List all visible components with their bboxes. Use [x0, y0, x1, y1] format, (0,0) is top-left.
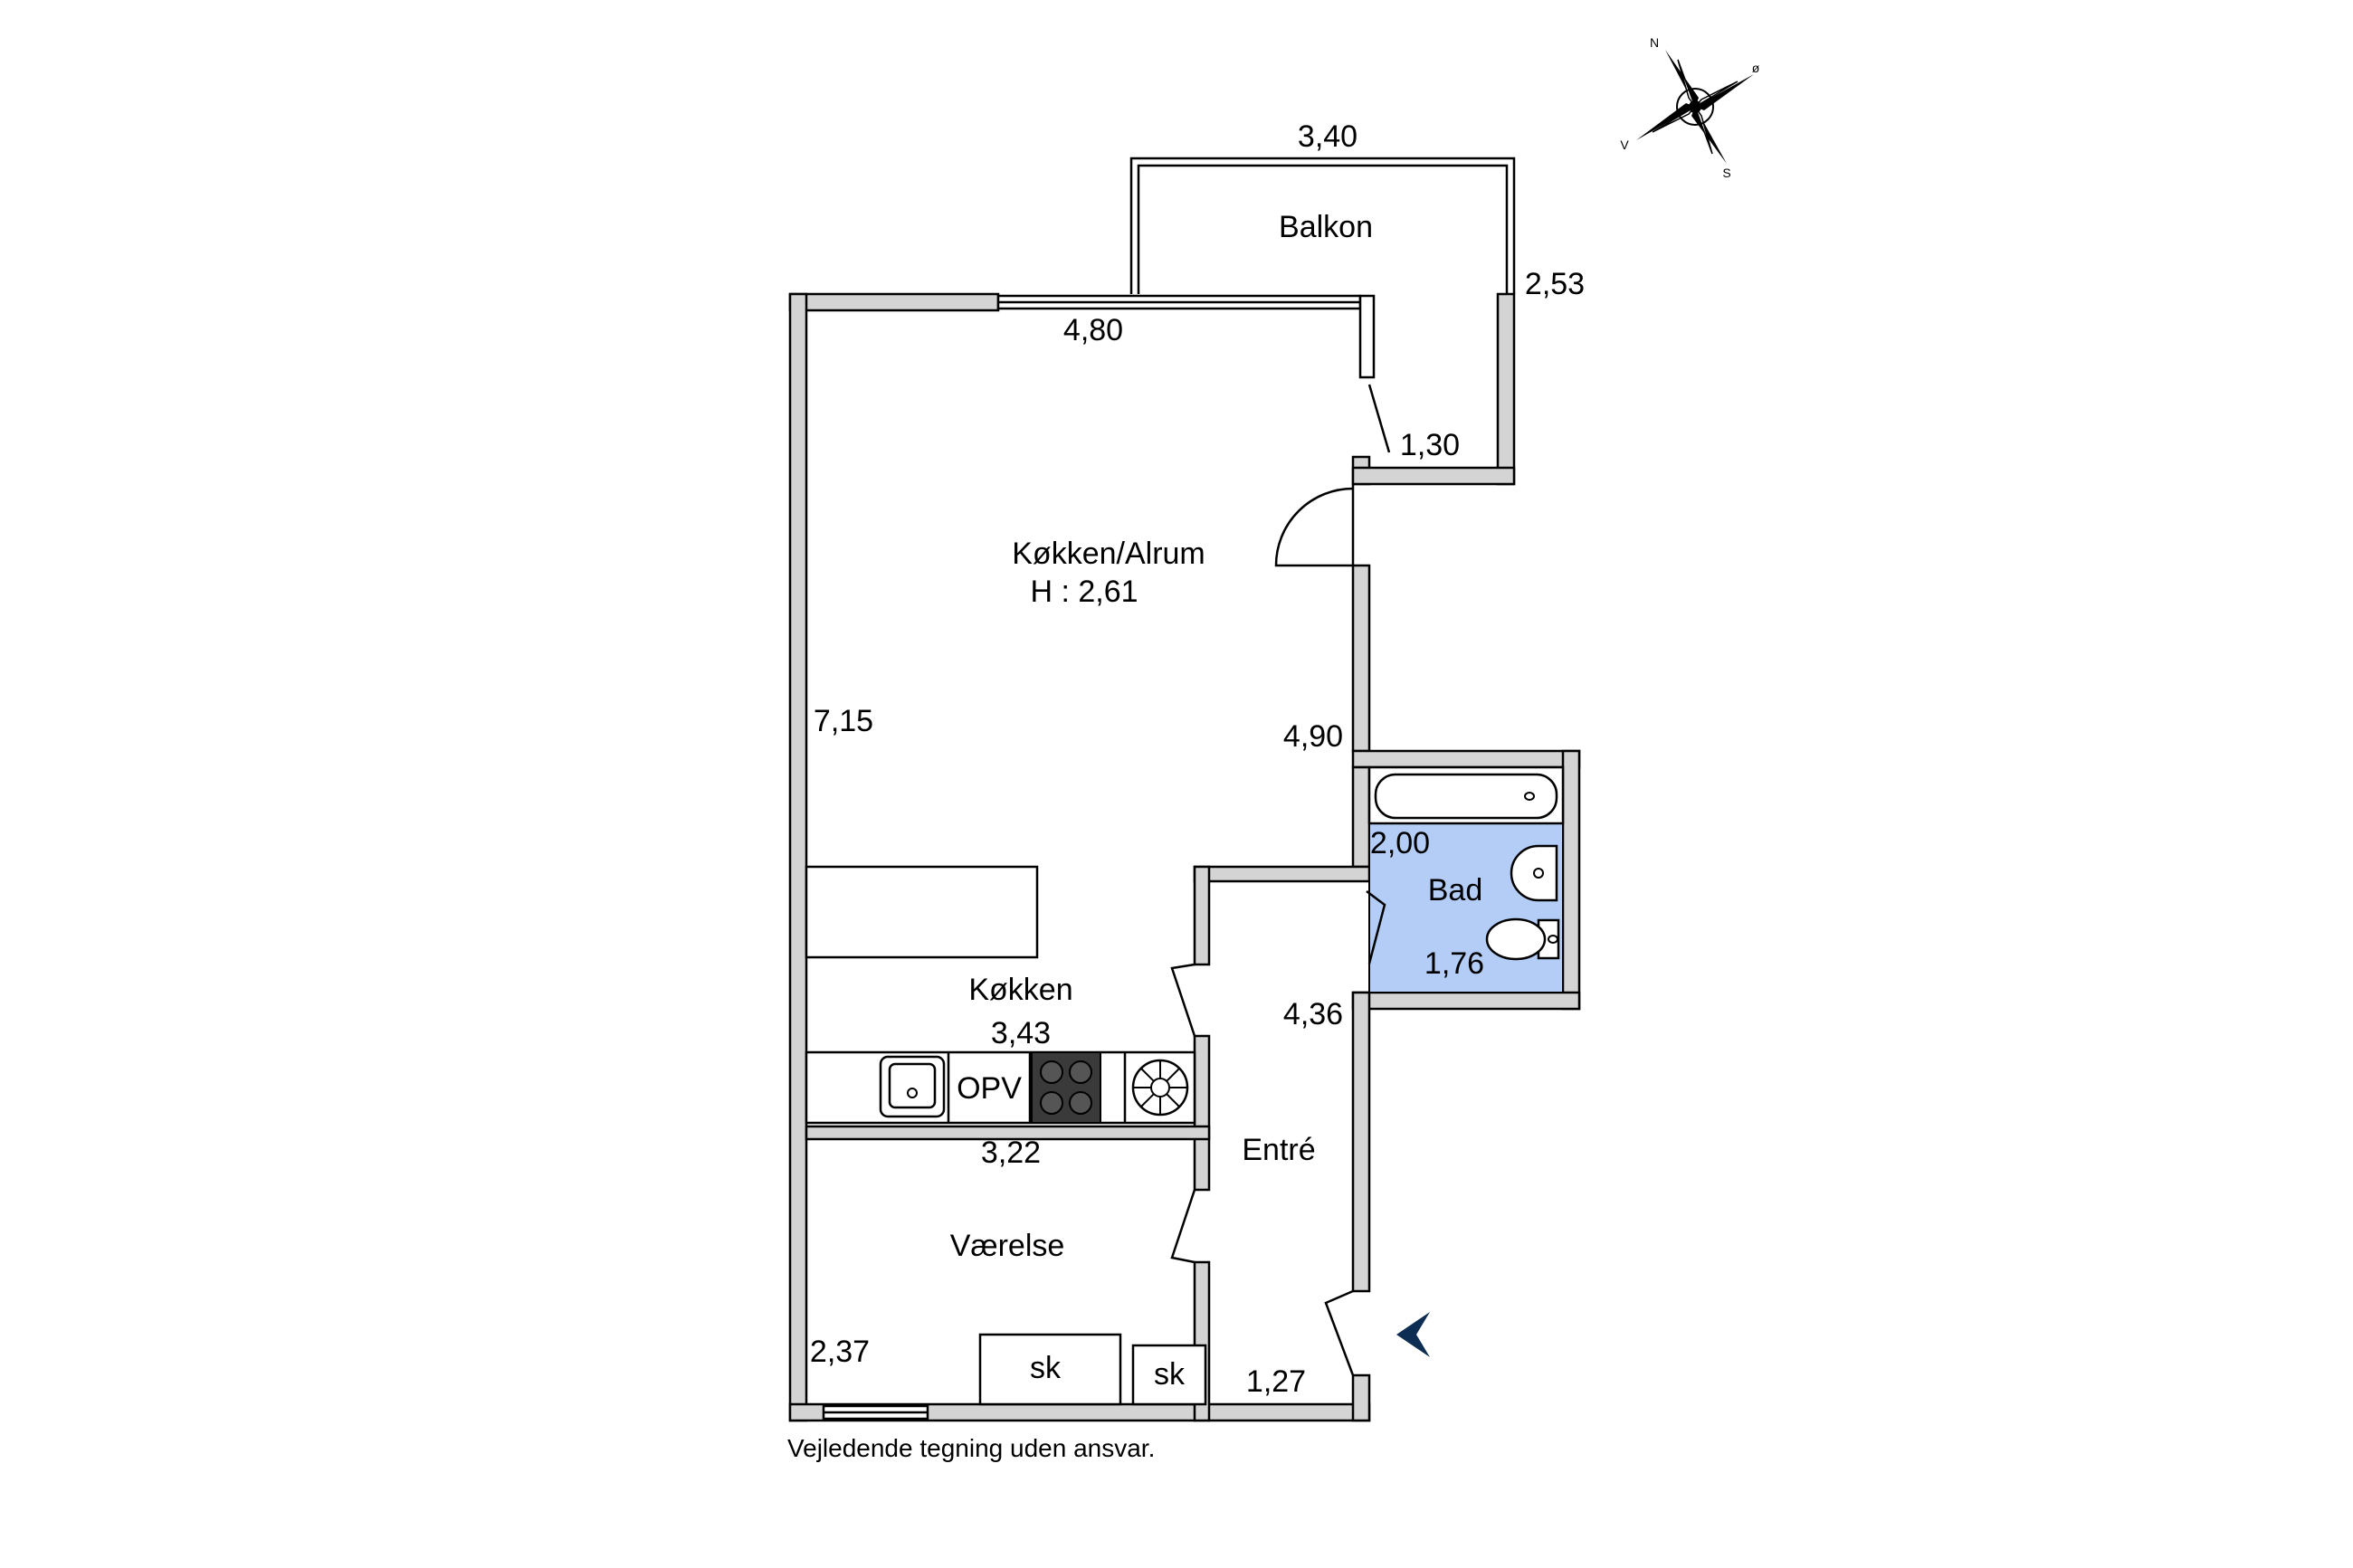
fan-icon	[1131, 1059, 1189, 1117]
room-label-balkon: Balkon	[1279, 210, 1373, 244]
closet-2	[1131, 1344, 1207, 1406]
dim-balkon-depth: 2,53	[1525, 267, 1585, 301]
dim-vaerelse-width: 3,22	[981, 1136, 1041, 1170]
ceiling-height-label: H : 2,61	[1030, 575, 1138, 609]
doors	[1170, 384, 1391, 1376]
dim-balkon-inner: 1,30	[1400, 428, 1460, 462]
kitchen-counter	[805, 1050, 1196, 1125]
compass-n: N	[1650, 35, 1659, 50]
dim-bad-depth: 1,76	[1424, 946, 1484, 981]
kitchen-island	[805, 865, 1039, 959]
dim-entre-width: 1,27	[1246, 1364, 1306, 1399]
compass-rose-icon: N ø S V	[1620, 35, 1759, 180]
room-label-vaerelse: Værelse	[950, 1229, 1065, 1263]
closet-1	[978, 1333, 1122, 1406]
bathtub-icon	[1374, 773, 1558, 820]
dim-alrum-height: 7,15	[814, 704, 873, 738]
compass-o: ø	[1752, 61, 1760, 75]
toilet-icon	[1485, 917, 1560, 961]
compass-s: S	[1722, 166, 1730, 180]
dishwasher-label: OPV	[957, 1071, 1022, 1106]
washbasin-icon	[1510, 844, 1558, 902]
entrance-arrow-icon	[1396, 1312, 1430, 1357]
room-label-entre: Entré	[1242, 1133, 1315, 1167]
room-label-kokken-alrum: Køkken/Alrum	[1012, 537, 1205, 571]
walls	[788, 292, 1581, 1422]
compass-v: V	[1620, 138, 1629, 152]
dim-balkon-width: 3,40	[1298, 119, 1358, 154]
dim-kitchen-length: 3,43	[991, 1016, 1051, 1050]
room-label-kokken: Køkken	[968, 973, 1072, 1007]
disclaimer-text: Vejledende tegning uden ansvar.	[787, 1434, 1155, 1462]
dim-bad-width: 2,00	[1370, 826, 1430, 860]
balcony	[1129, 157, 1516, 294]
stove-icon	[1031, 1051, 1101, 1124]
dim-alrum-right: 4,90	[1283, 719, 1343, 754]
room-label-bad: Bad	[1428, 873, 1483, 908]
dim-alrum-top: 4,80	[1063, 313, 1123, 347]
closet-1-label: sk	[1030, 1351, 1062, 1385]
dim-entre-height: 4,36	[1283, 997, 1343, 1031]
dim-vaerelse-depth: 2,37	[810, 1335, 870, 1369]
closet-2-label: sk	[1154, 1357, 1186, 1392]
